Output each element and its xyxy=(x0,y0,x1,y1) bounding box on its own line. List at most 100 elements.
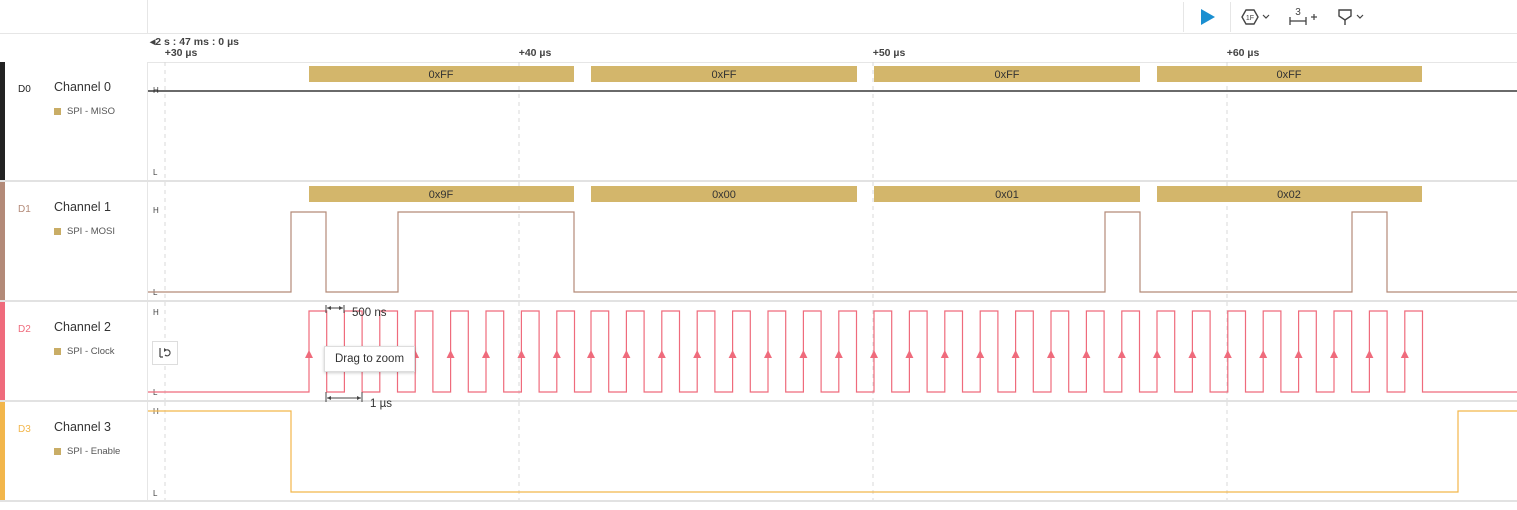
mosi-frame-value: 0x02 xyxy=(1277,189,1301,201)
start-capture-button[interactable] xyxy=(1190,4,1224,30)
clock-rising-edge-marker xyxy=(870,350,878,358)
channel-color-bar xyxy=(0,402,5,500)
analyzer-label: SPI - Clock xyxy=(54,346,115,357)
channel-name: Channel 1 xyxy=(54,200,111,214)
analyzer-label: SPI - Enable xyxy=(54,446,120,457)
timeline-tick: +40 µs xyxy=(518,47,552,59)
clock-rising-edge-marker xyxy=(728,350,737,358)
channel-name: Channel 0 xyxy=(54,80,111,94)
clock-rising-edge-marker xyxy=(940,350,949,358)
channel-name: Channel 2 xyxy=(54,320,111,334)
high-level-label: H xyxy=(153,308,159,317)
zoom-undo-icon xyxy=(159,348,171,358)
analyzer-label: SPI - MISO xyxy=(54,106,115,117)
clock-rising-edge-marker xyxy=(1223,350,1232,358)
miso-frame-value: 0xFF xyxy=(1276,69,1301,81)
mosi-frame[interactable] xyxy=(309,186,574,202)
clock-rising-edge-marker xyxy=(1294,350,1303,358)
channel-label-d3[interactable]: D3 Channel 3 SPI - Enable xyxy=(0,402,148,500)
miso-frame-value: 0xFF xyxy=(428,69,453,81)
timeline-tick: +60 µs xyxy=(1226,47,1260,59)
mosi-frame[interactable] xyxy=(591,186,857,202)
clock-rising-edge-marker xyxy=(587,350,595,358)
analyzer-name: SPI - Enable xyxy=(67,446,121,457)
add-marker-button[interactable] xyxy=(1334,4,1368,30)
measurement-half-period[interactable] xyxy=(325,305,345,313)
low-level-label: L xyxy=(153,489,158,498)
channel-label-d2[interactable]: D2 Channel 2 SPI - Clock xyxy=(0,302,148,400)
trigger-settings-button[interactable]: 1F xyxy=(1240,4,1274,30)
channel-lane-d0: D0 Channel 0 SPI - MISO H L 0xFF 0xFF 0x… xyxy=(0,62,1517,182)
miso-frame[interactable] xyxy=(591,66,857,82)
mosi-frame-value: 0x01 xyxy=(995,189,1019,201)
waveform-d0[interactable]: 0xFF 0xFF 0xFF 0xFF xyxy=(148,62,1517,180)
miso-frame[interactable] xyxy=(1157,66,1422,82)
clock-rising-edge-marker xyxy=(1153,350,1161,358)
clock-rising-edge-marker xyxy=(305,350,313,358)
channel-id: D2 xyxy=(18,324,31,335)
zoom-undo-button[interactable] xyxy=(152,341,178,365)
channel-label-d1[interactable]: D1 Channel 1 SPI - MOSI xyxy=(0,182,148,300)
miso-frame-value: 0xFF xyxy=(994,69,1019,81)
analyzer-swatch xyxy=(54,228,61,235)
add-measurement-button[interactable]: 3 xyxy=(1286,4,1322,30)
enable-signal xyxy=(148,410,1517,493)
channel-name: Channel 3 xyxy=(54,420,111,434)
clock-rising-edge-marker xyxy=(1011,350,1020,358)
mosi-frame[interactable] xyxy=(1157,186,1422,202)
channel-lane-d1: D1 Channel 1 SPI - MOSI H L 0x9F 0x00 0x… xyxy=(0,182,1517,302)
channel-lane-d3: D3 Channel 3 SPI - Enable H L xyxy=(0,402,1517,502)
clock-rising-edge-marker xyxy=(1117,350,1126,358)
channel-color-bar xyxy=(0,182,5,300)
period-label: 1 µs xyxy=(370,398,392,410)
analyzer-label: SPI - MOSI xyxy=(54,226,115,237)
mosi-frame[interactable] xyxy=(874,186,1140,202)
timeline-tick: +50 µs xyxy=(872,47,906,59)
clock-rising-edge-marker xyxy=(799,350,808,358)
timeline-origin: ◂2 s : 47 ms : 0 µs xyxy=(150,36,239,48)
timeline-origin-label: 2 s : 47 ms : 0 µs xyxy=(155,36,239,48)
clock-rising-edge-marker xyxy=(834,350,843,358)
measure-number: 3 xyxy=(1295,7,1301,18)
clock-rising-edge-marker xyxy=(1047,350,1055,358)
clock-rising-edge-marker xyxy=(976,350,985,358)
channel-id: D1 xyxy=(18,204,31,215)
drag-to-zoom-tooltip: Drag to zoom xyxy=(324,346,416,372)
channel-color-bar xyxy=(0,302,5,400)
clock-rising-edge-marker xyxy=(1082,350,1091,358)
toolbar-separator xyxy=(1183,2,1184,32)
mosi-frame-value: 0x9F xyxy=(429,189,454,201)
analyzer-name: SPI - MOSI xyxy=(67,226,116,237)
toolbar: 1F 3 xyxy=(0,0,1517,34)
half-period-label: 500 ns xyxy=(352,307,387,319)
play-icon xyxy=(1201,9,1215,25)
miso-frame[interactable] xyxy=(309,66,574,82)
waveform-d1[interactable]: 0x9F 0x00 0x01 0x02 xyxy=(148,182,1517,300)
period-bracket xyxy=(325,392,363,402)
marker-icon xyxy=(1338,9,1364,25)
mosi-signal xyxy=(148,211,1517,293)
clock-rising-edge-marker xyxy=(693,350,702,358)
mosi-frame-value: 0x00 xyxy=(712,189,736,201)
clock-rising-edge-marker xyxy=(905,350,914,358)
clock-rising-edge-marker xyxy=(1259,350,1268,358)
clock-rising-edge-marker xyxy=(657,350,666,358)
channel-id: D0 xyxy=(18,84,31,95)
toolbar-left-area xyxy=(0,0,148,34)
waveform-d2[interactable] xyxy=(148,302,1517,400)
clock-rising-edge-marker xyxy=(1330,350,1338,358)
analyzer-swatch xyxy=(54,108,61,115)
toolbar-separator xyxy=(1230,2,1231,32)
clock-rising-edge-marker xyxy=(1365,350,1374,358)
miso-frame[interactable] xyxy=(874,66,1140,82)
channel-label-d0[interactable]: D0 Channel 0 SPI - MISO xyxy=(0,62,148,180)
analyzer-name: SPI - MISO xyxy=(67,106,116,117)
trigger-icon: 1F xyxy=(1241,9,1270,25)
waveform-d3[interactable] xyxy=(148,402,1517,500)
timeline-header[interactable]: ◂2 s : 47 ms : 0 µs +30 µs +40 µs +50 µs… xyxy=(148,34,1517,63)
clock-rising-edge-marker xyxy=(446,350,455,358)
miso-frame-value: 0xFF xyxy=(711,69,736,81)
analyzer-swatch xyxy=(54,448,61,455)
clock-rising-edge-marker xyxy=(1400,350,1409,358)
clock-rising-edge-marker xyxy=(552,350,561,358)
